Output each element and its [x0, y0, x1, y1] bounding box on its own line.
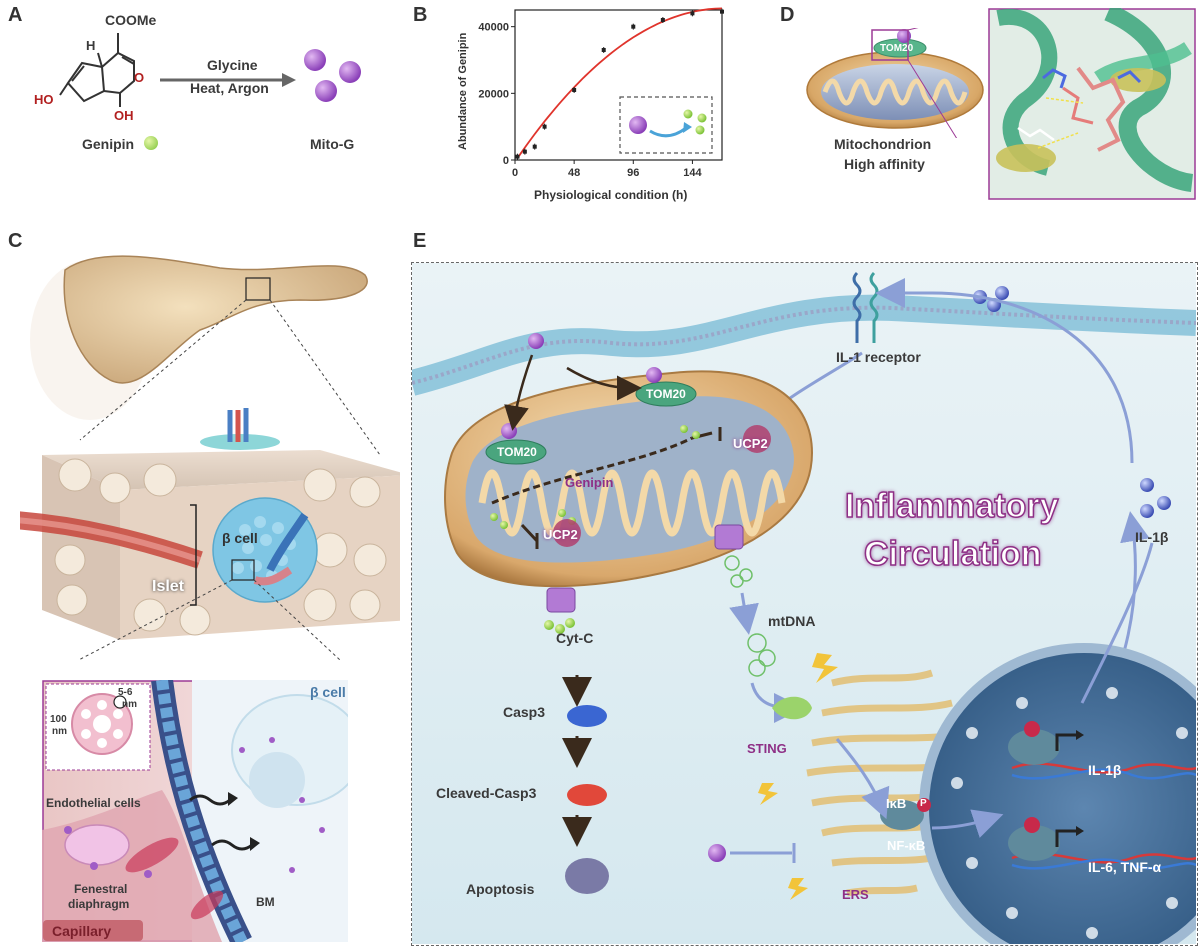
y-tick-label: 0	[503, 155, 509, 167]
cytc-label: Cyt-C	[556, 630, 594, 646]
o-label: O	[134, 70, 145, 85]
chart-fit	[516, 7, 723, 159]
panel-e-illustration	[412, 263, 1196, 944]
docking-view	[988, 8, 1196, 200]
reagent-glycine: Glycine	[207, 57, 258, 73]
ucp2-right-label: UCP2	[733, 436, 768, 451]
endothelial-label: Endothelial cells	[46, 796, 141, 810]
tom20-right-label: TOM20	[646, 387, 686, 401]
ers-label: ERS	[842, 887, 869, 902]
circulation-title: Circulation	[863, 534, 1042, 574]
size-nm-label: nm	[52, 726, 67, 737]
tom20-small-label: TOM20	[880, 43, 914, 54]
mitochondrion-small	[806, 28, 984, 138]
inflammatory-title: Inflammatory	[844, 486, 1059, 526]
beta-cell-inset-label: β cell	[310, 684, 346, 700]
coome-label: COOMe	[105, 12, 157, 28]
chart-axes	[514, 9, 723, 161]
data-point	[532, 144, 537, 149]
oh-label: OH	[114, 108, 134, 123]
x-tick-label: 144	[683, 167, 702, 179]
islet-label: Islet	[152, 578, 185, 595]
data-point	[660, 18, 665, 22]
chart-ticks: 0 48 96 144 0 20000 40000	[478, 22, 702, 179]
chart-xlabel: Physiological condition (h)	[534, 188, 687, 202]
data-point	[720, 9, 724, 14]
ho-label: HO	[34, 92, 54, 107]
data-point	[515, 154, 520, 159]
h-label: H	[86, 38, 96, 53]
x-tick-label: 0	[512, 167, 518, 179]
genipin-label: Genipin	[82, 136, 135, 152]
high-affinity-label: High affinity	[844, 156, 925, 172]
panel-letter-b: B	[413, 4, 428, 26]
size-100-label: 100	[50, 714, 67, 725]
mito-g-label: Mito-G	[310, 136, 355, 152]
data-point	[542, 124, 547, 129]
size-56-label: 5-6	[118, 687, 133, 698]
capillary-inset	[42, 680, 348, 942]
mtdna-label: mtDNA	[768, 613, 816, 629]
il6-tnf-gene-label: IL-6, TNF-α	[1088, 859, 1162, 875]
mitochondrion-label: Mitochondrion	[834, 136, 932, 152]
panel-letter-c: C	[8, 230, 23, 252]
reagent-conditions: Heat, Argon	[190, 80, 269, 96]
nfkb-label: NF-κB	[887, 838, 926, 853]
x-tick-label: 96	[627, 167, 639, 179]
genipin-chart: 0 48 96 144 0 20000 40000 Abundance of Genipin…	[457, 7, 724, 202]
cleaved-casp3-label: Cleaved-Casp3	[436, 785, 537, 801]
casp3-label: Casp3	[503, 704, 546, 720]
phospho-label: P	[920, 798, 927, 809]
y-tick-label: 20000	[478, 88, 509, 100]
il1b-gene-label: IL-1β	[1088, 762, 1122, 778]
data-point	[690, 11, 695, 16]
panel-letter-a: A	[8, 4, 23, 26]
size-nm2-label: nm	[122, 699, 137, 710]
pancreas-illustration	[20, 255, 400, 660]
mito-g-spheres	[304, 49, 361, 102]
tom20-left-label: TOM20	[497, 445, 537, 459]
il1-receptor-label: IL-1 receptor	[836, 349, 921, 365]
data-point	[631, 24, 636, 29]
panel-e-frame	[411, 262, 1198, 946]
fenestral-label: Fenestral	[74, 882, 128, 896]
ucp2-left-label: UCP2	[543, 527, 578, 542]
y-tick-label: 40000	[478, 22, 509, 34]
sting-label: STING	[747, 741, 787, 756]
x-tick-label: 48	[568, 167, 580, 179]
chart-ylabel: Abundance of Genipin	[457, 32, 469, 150]
panel-letter-e: E	[413, 230, 427, 252]
panel-letter-d: D	[780, 4, 795, 26]
chart-inset	[619, 96, 713, 154]
genipin-dot-icon	[144, 136, 158, 150]
genipin-structure	[59, 33, 135, 107]
reaction-arrow	[160, 73, 296, 87]
bm-label: BM	[256, 895, 275, 909]
ikb-label: IκB	[886, 796, 907, 811]
genipin-path-label: Genipin	[565, 475, 614, 490]
il1b-circulating-label: IL-1β	[1135, 529, 1169, 545]
data-point	[601, 48, 606, 52]
diaphragm-label: diaphragm	[68, 897, 130, 911]
data-point	[522, 149, 527, 154]
data-point	[572, 88, 577, 92]
chart-frame	[514, 9, 723, 161]
capillary-label: Capillary	[52, 923, 112, 939]
apoptosis-label: Apoptosis	[466, 881, 535, 897]
beta-cell-cube-label: β cell	[222, 530, 258, 546]
chart-points	[515, 8, 724, 160]
fit-curve	[516, 7, 723, 159]
